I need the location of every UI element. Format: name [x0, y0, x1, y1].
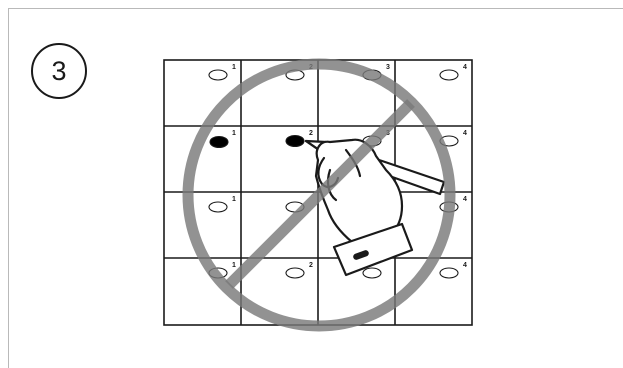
bubble-label: 1	[232, 196, 236, 203]
bubble	[440, 268, 458, 278]
bubble	[209, 202, 227, 212]
bubble-label: 2	[309, 130, 313, 137]
bubble-label: 1	[232, 130, 236, 137]
bubble-filled	[286, 136, 304, 147]
bubble	[440, 70, 458, 80]
bubble-label: 4	[463, 130, 467, 137]
bubble-label: 4	[463, 64, 467, 71]
bubble-label: 4	[463, 262, 467, 269]
bubble-label: 4	[463, 196, 467, 203]
bubble	[286, 268, 304, 278]
bubble-label: 2	[309, 262, 313, 269]
bubble-label: 1	[232, 64, 236, 71]
bubble	[209, 70, 227, 80]
bubble	[363, 268, 381, 278]
bubble-label: 3	[386, 64, 390, 71]
bubble-filled	[210, 137, 228, 148]
bubble-label: 1	[232, 262, 236, 269]
